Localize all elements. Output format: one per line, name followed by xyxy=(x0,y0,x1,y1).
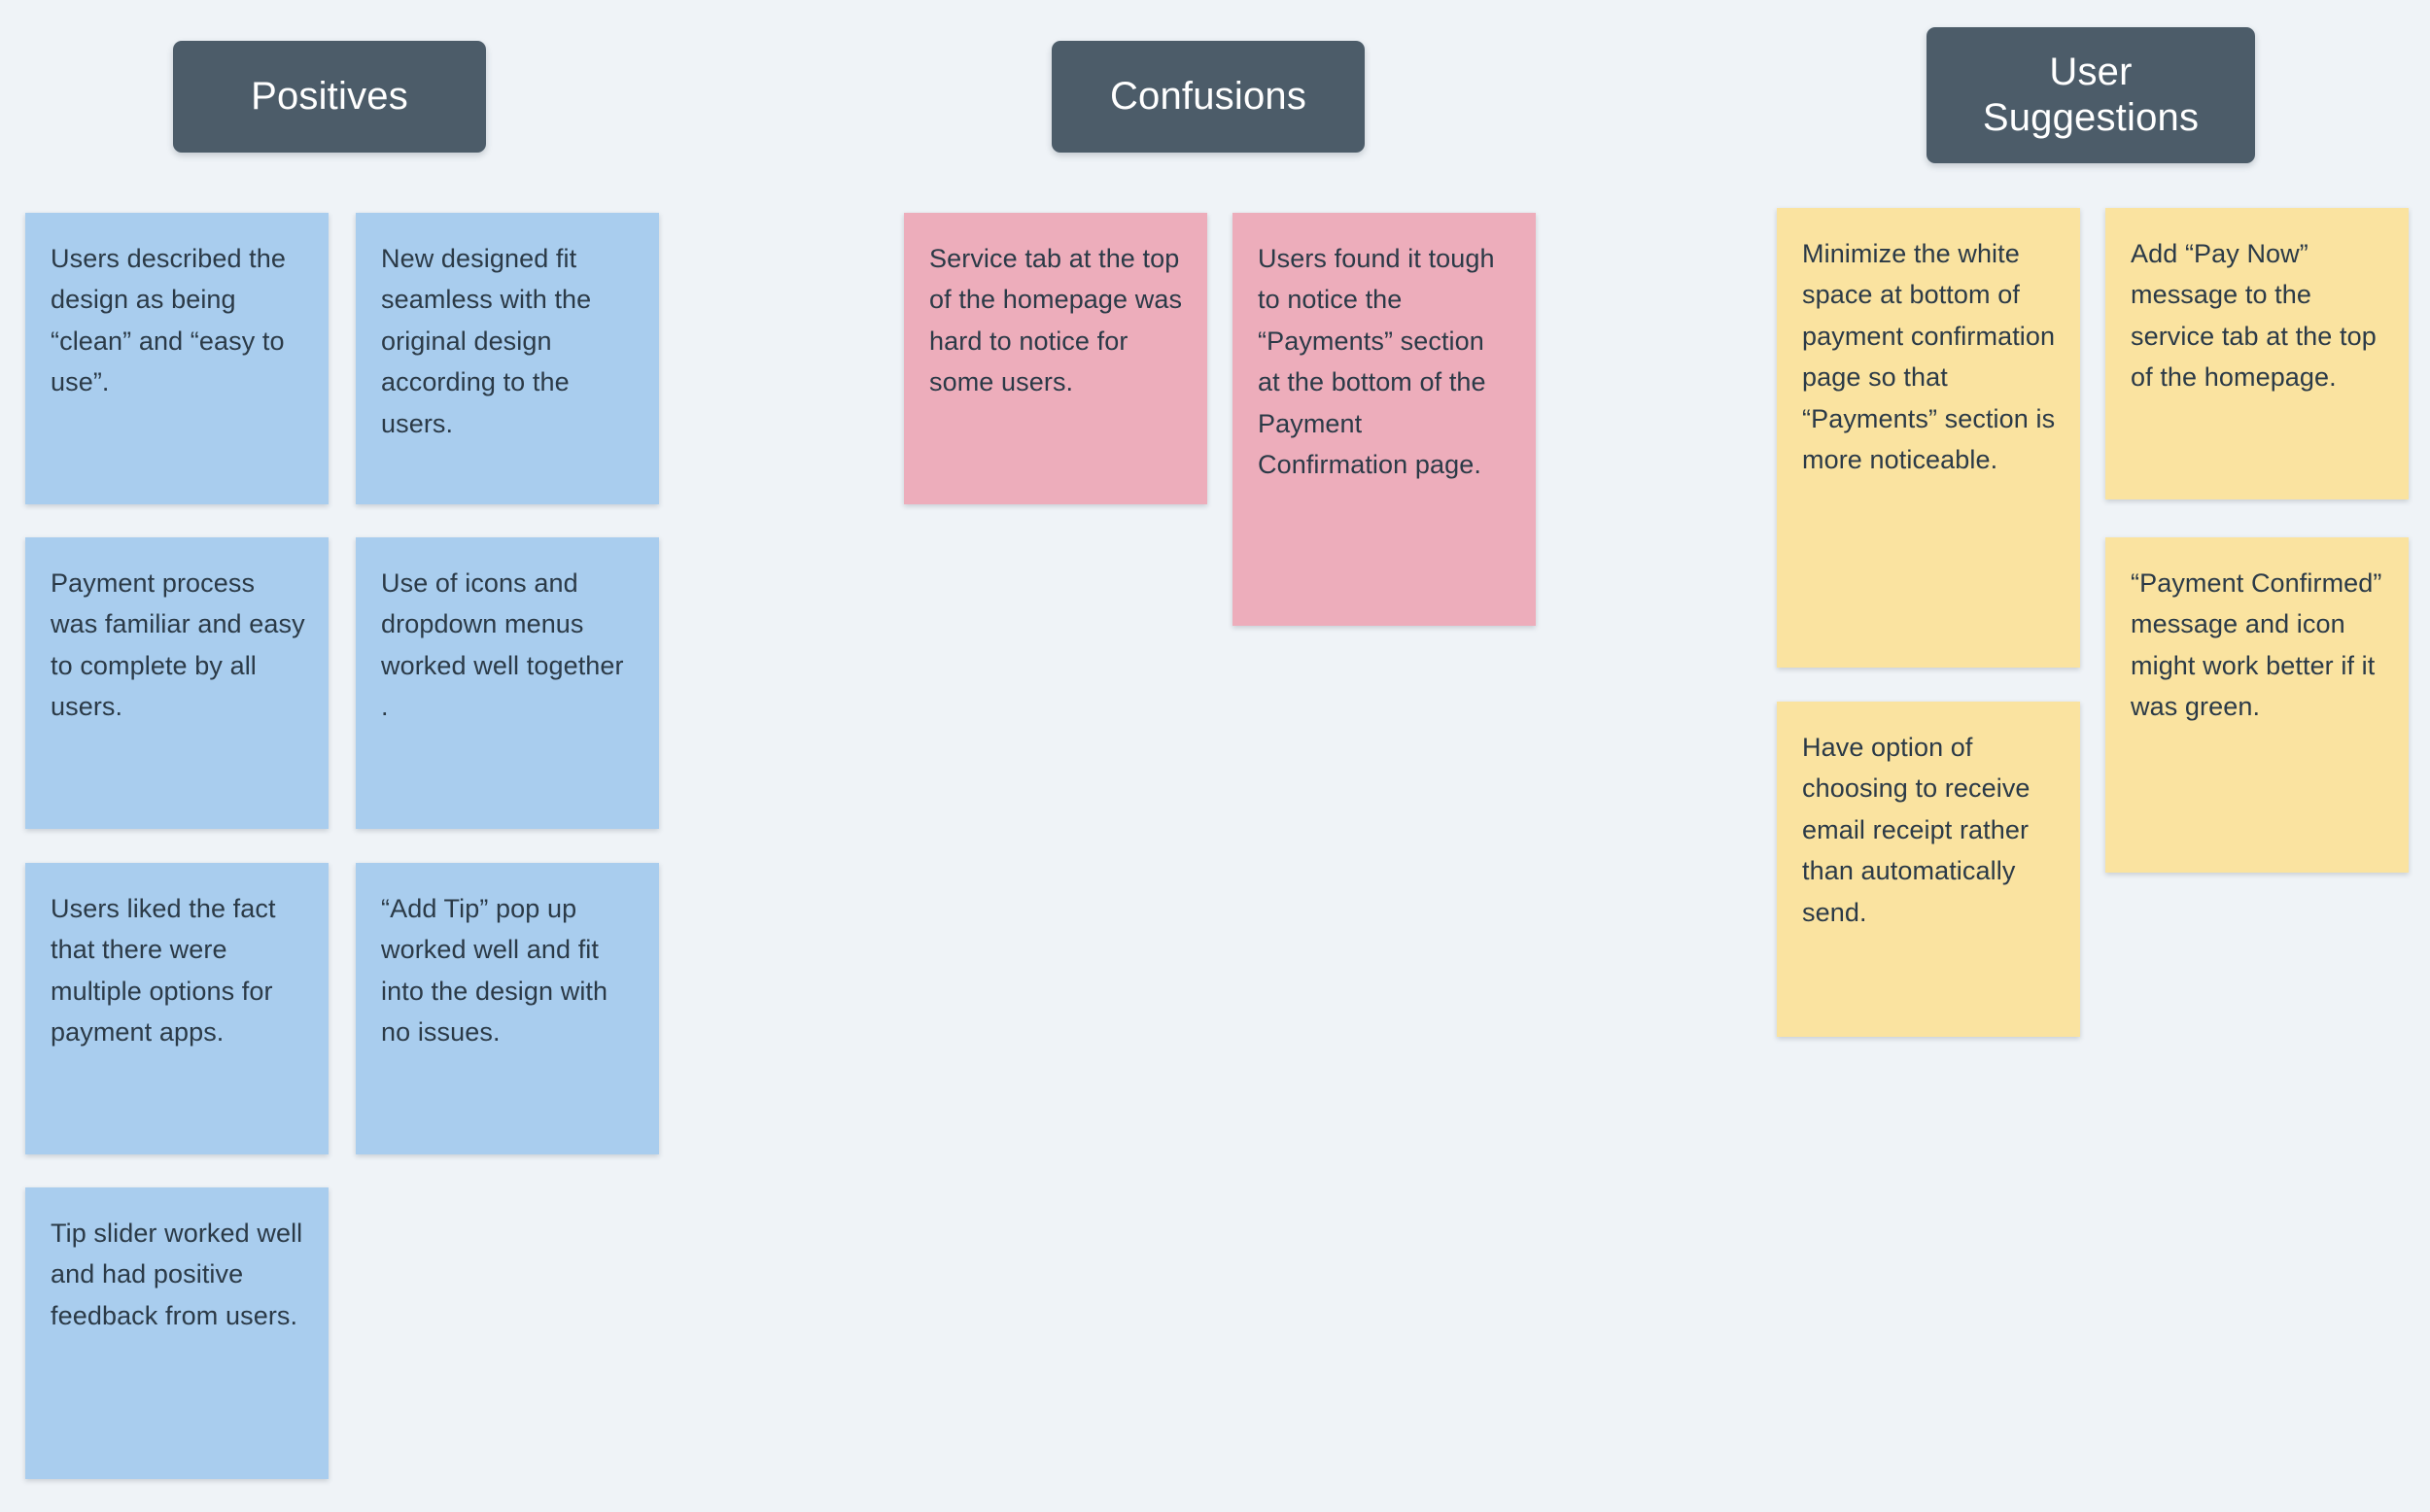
sticky-note[interactable]: Payment process was familiar and easy to… xyxy=(25,537,329,829)
sticky-note-text: Users liked the fact that there were mul… xyxy=(51,894,284,1048)
sticky-note-text: Tip slider worked well and had positive … xyxy=(51,1219,310,1330)
sticky-note[interactable]: “Payment Confirmed” message and icon mig… xyxy=(2105,537,2409,873)
sticky-note[interactable]: Have option of choosing to receive email… xyxy=(1777,702,2080,1037)
sticky-note-text: New designed fit seamless with the origi… xyxy=(381,244,599,438)
column-header-label: Confusions xyxy=(1109,74,1307,118)
sticky-note[interactable]: Tip slider worked well and had positive … xyxy=(25,1187,329,1479)
sticky-note-text: Add “Pay Now” message to the service tab… xyxy=(2131,239,2384,393)
sticky-note-text: Service tab at the top of the homepage w… xyxy=(929,244,1190,397)
sticky-note-text: Minimize the white space at bottom of pa… xyxy=(1802,239,2063,474)
sticky-note[interactable]: Users found it tough to notice the “Paym… xyxy=(1232,213,1536,626)
sticky-note[interactable]: “Add Tip” pop up worked well and fit int… xyxy=(356,863,659,1154)
column-header-label: Positives xyxy=(251,74,408,118)
sticky-note[interactable]: Users described the design as being “cle… xyxy=(25,213,329,504)
sticky-note-text: Payment process was familiar and easy to… xyxy=(51,568,313,722)
sticky-note[interactable]: Minimize the white space at bottom of pa… xyxy=(1777,208,2080,668)
column-header-user-suggestions[interactable]: User Suggestions xyxy=(1927,27,2255,163)
sticky-note-text: “Payment Confirmed” message and icon mig… xyxy=(2131,568,2390,722)
sticky-note-text: Users found it tough to notice the “Paym… xyxy=(1258,244,1503,479)
sticky-note-text: “Add Tip” pop up worked well and fit int… xyxy=(381,894,615,1048)
sticky-note[interactable]: Users liked the fact that there were mul… xyxy=(25,863,329,1154)
sticky-note[interactable]: Service tab at the top of the homepage w… xyxy=(904,213,1207,504)
column-header-label: User Suggestions xyxy=(1982,50,2200,139)
sticky-note[interactable]: Add “Pay Now” message to the service tab… xyxy=(2105,208,2409,499)
sticky-note-text: Users described the design as being “cle… xyxy=(51,244,294,397)
sticky-note-text: Use of icons and dropdown menus worked w… xyxy=(381,568,632,722)
column-header-positives[interactable]: Positives xyxy=(173,41,486,153)
column-header-confusions[interactable]: Confusions xyxy=(1052,41,1365,153)
sticky-note[interactable]: New designed fit seamless with the origi… xyxy=(356,213,659,504)
sticky-note[interactable]: Use of icons and dropdown menus worked w… xyxy=(356,537,659,829)
sticky-note-text: Have option of choosing to receive email… xyxy=(1802,733,2038,927)
